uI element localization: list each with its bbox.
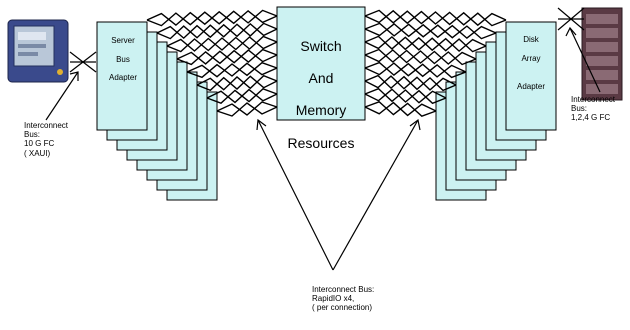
switch-label-line1: Switch [300, 38, 342, 55]
disk-adapter-stack [435, 21, 557, 201]
disk-tower-icon [581, 7, 623, 101]
server-bus-link [216, 102, 278, 117]
disk-bus-link [364, 87, 447, 104]
server-bus-link [186, 61, 278, 78]
server-bus-link [216, 101, 278, 116]
disk-bus-link [364, 9, 507, 27]
server-bus-link [156, 22, 278, 40]
left-bus-label: Interconnect Bus: 10 G FC ( XAUI) [24, 121, 69, 158]
server-bus-link [146, 9, 278, 27]
server-bus-link [186, 62, 278, 79]
server-adapter-line2: Bus [116, 54, 130, 64]
switch-label-line2: And [308, 70, 334, 87]
disk-bus-link [364, 100, 437, 118]
disk-bus-link [364, 74, 457, 92]
callout-arrows [45, 26, 601, 271]
server-adapter-label: Server Bus Adapter [100, 27, 146, 91]
center-bus-label: Interconnect Bus: RapidIO x4, ( per conn… [312, 285, 375, 313]
switch-label-line4: Resources [287, 134, 355, 151]
disk-bus-link [364, 22, 497, 40]
disk-bus-link [364, 35, 487, 53]
disk-adapter-label: Disk Array Adapter [508, 26, 554, 100]
server-bus-link [176, 49, 278, 65]
disk-adapter-line2: Array [521, 53, 541, 63]
right-device-connector [557, 7, 585, 31]
server-adapter-card [96, 21, 148, 131]
handheld-server-device-icon [7, 19, 69, 83]
server-bus-link [166, 36, 278, 53]
server-bus-link [206, 88, 278, 104]
server-adapter-stack [96, 21, 218, 201]
disk-bus-link [364, 48, 477, 65]
disk-bus-link [364, 9, 507, 27]
right-bus-label: Interconnect Bus: 1,2,4 G FC [571, 95, 616, 123]
switch-memory-box [276, 6, 366, 121]
disk-bus-link [364, 49, 477, 66]
bus-links [146, 9, 507, 118]
server-adapter-line3: Adapter [108, 72, 138, 82]
disk-adapter-line3: Adapter [516, 81, 546, 91]
server-bus-link [196, 74, 278, 91]
disk-bus-link [364, 61, 467, 79]
disk-bus-link [364, 88, 447, 105]
switch-label: Switch And Memory Resources [277, 22, 365, 167]
server-bus-link [196, 75, 278, 92]
switch-label-line3: Memory [295, 102, 347, 119]
server-bus-link [166, 35, 278, 52]
disk-adapter-card [505, 21, 557, 131]
server-adapter-line1: Server [111, 36, 135, 46]
left-device-connector [69, 51, 97, 73]
disk-adapter-line1: Disk [523, 35, 539, 45]
